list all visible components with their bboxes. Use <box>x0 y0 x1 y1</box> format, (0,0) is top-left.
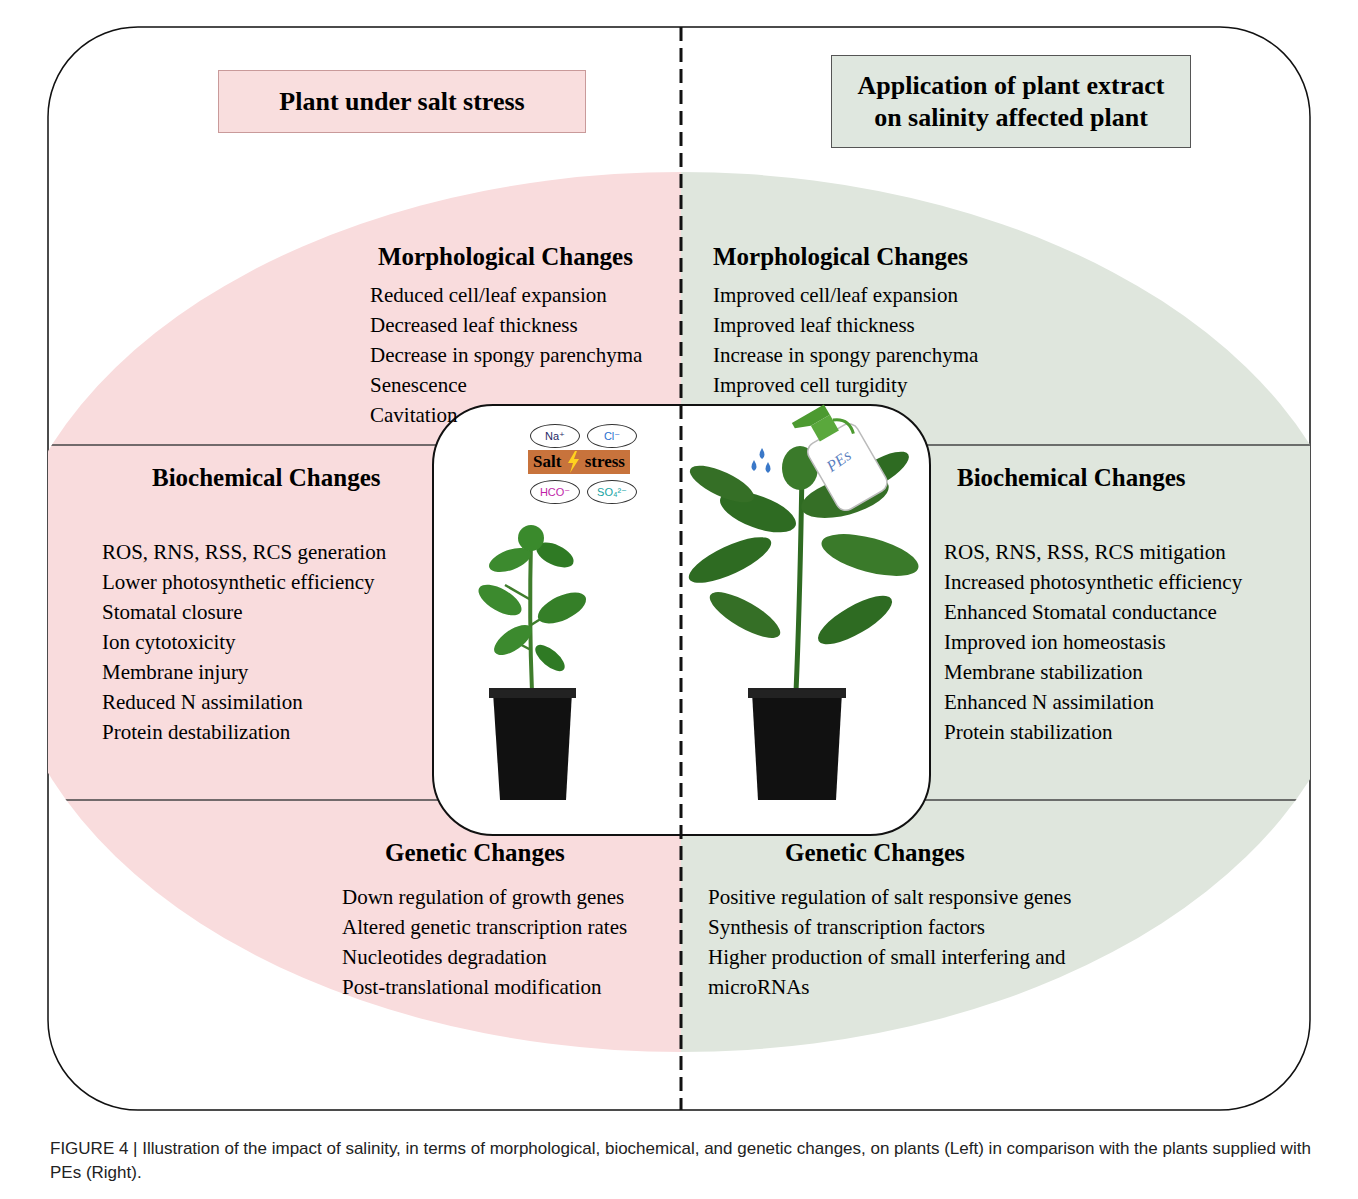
list-item: Down regulation of growth genes <box>342 882 627 912</box>
change-list: Biochemical ChangesROS, RNS, RSS, RCS ge… <box>102 461 386 747</box>
list-item: Increase in spongy parenchyma <box>713 340 978 370</box>
ion-ellipse: SO₄²⁻ <box>587 480 637 504</box>
section-heading: Biochemical Changes <box>957 461 1242 495</box>
list-item: Improved cell turgidity <box>713 370 978 400</box>
ion-symbol: SO₄²⁻ <box>597 486 627 499</box>
ion-ellipse: HCO⁻ <box>530 480 580 504</box>
list-item: Protein stabilization <box>944 717 1242 747</box>
sprayer-bottle <box>790 396 890 514</box>
change-list: Genetic ChangesDown regulation of growth… <box>342 836 627 1002</box>
list-item: Positive regulation of salt responsive g… <box>708 882 1080 912</box>
list-item: Nucleotides degradation <box>342 942 627 972</box>
header-text: Application of plant extract on salinity… <box>842 70 1180 134</box>
list-item: Improved ion homeostasis <box>944 627 1242 657</box>
list-item: Lower photosynthetic efficiency <box>102 567 386 597</box>
ion-symbol: Cl⁻ <box>604 430 620 443</box>
list-item: Reduced N assimilation <box>102 687 386 717</box>
section-heading: Genetic Changes <box>385 836 627 870</box>
list-item: Membrane stabilization <box>944 657 1242 687</box>
header-text: Plant under salt stress <box>279 86 524 118</box>
list-item: Senescence <box>370 370 642 400</box>
change-list: Biochemical ChangesROS, RNS, RSS, RCS mi… <box>944 461 1242 747</box>
list-item: Protein destabilization <box>102 717 386 747</box>
list-item: ROS, RNS, RSS, RCS generation <box>102 537 386 567</box>
list-item: Membrane injury <box>102 657 386 687</box>
plant-extract-half <box>681 172 1310 1052</box>
list-item: Ion cytotoxicity <box>102 627 386 657</box>
list-item: ROS, RNS, RSS, RCS mitigation <box>944 537 1242 567</box>
list-item: Higher production of small interfering a… <box>708 942 1080 1002</box>
change-list: Morphological ChangesImproved cell/leaf … <box>713 240 978 400</box>
list-item: Enhanced N assimilation <box>944 687 1242 717</box>
figure-caption: FIGURE 4 | Illustration of the impact of… <box>50 1137 1312 1185</box>
stressed-plant <box>474 525 591 800</box>
treated-plant <box>683 444 922 800</box>
salt-stress-box: Salt stress <box>528 450 630 474</box>
list-item: Stomatal closure <box>102 597 386 627</box>
salt-stress-half <box>48 172 681 1052</box>
section-heading: Biochemical Changes <box>152 461 386 495</box>
list-item: Increased photosynthetic efficiency <box>944 567 1242 597</box>
list-item: Improved leaf thickness <box>713 310 978 340</box>
change-list: Morphological ChangesReduced cell/leaf e… <box>370 240 642 430</box>
section-heading: Morphological Changes <box>378 240 642 274</box>
section-heading: Morphological Changes <box>713 240 978 274</box>
change-list: Genetic ChangesPositive regulation of sa… <box>708 836 1080 1002</box>
lightning-bolt <box>566 451 580 473</box>
ion-ellipse: Cl⁻ <box>587 424 637 448</box>
ion-ellipse: Na⁺ <box>530 424 580 448</box>
stress-label: stress <box>585 452 625 472</box>
list-item: Improved cell/leaf expansion <box>713 280 978 310</box>
list-item: Reduced cell/leaf expansion <box>370 280 642 310</box>
section-heading: Genetic Changes <box>785 836 1080 870</box>
list-item: Decrease in spongy parenchyma <box>370 340 642 370</box>
header-box: Application of plant extract on salinity… <box>831 55 1191 148</box>
header-box: Plant under salt stress <box>218 70 586 133</box>
list-item: Decreased leaf thickness <box>370 310 642 340</box>
ion-symbol: Na⁺ <box>545 430 565 443</box>
spray-droplets <box>752 448 771 473</box>
list-item: Altered genetic transcription rates <box>342 912 627 942</box>
list-item: Synthesis of transcription factors <box>708 912 1080 942</box>
stress-label: Salt <box>533 452 561 472</box>
ion-symbol: HCO⁻ <box>540 486 570 499</box>
dashed-divider <box>680 27 683 1110</box>
list-item: Post-translational modification <box>342 972 627 1002</box>
list-item: Enhanced Stomatal conductance <box>944 597 1242 627</box>
